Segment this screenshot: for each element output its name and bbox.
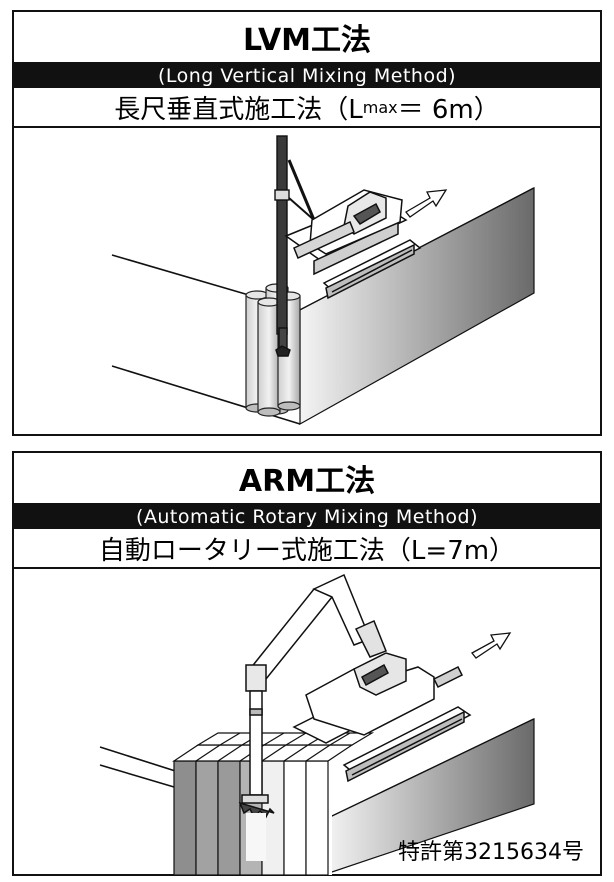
lvm-illustration bbox=[14, 128, 600, 436]
tracked-machine-arm bbox=[292, 652, 472, 783]
boom-arm bbox=[238, 573, 387, 861]
lvm-subtitle-prefix: 長尺垂直式施工法（L bbox=[114, 94, 363, 125]
arm-illustration: 特許第3215634号 bbox=[14, 569, 600, 876]
lvm-english-name: (Long Vertical Mixing Method) bbox=[14, 64, 600, 88]
lvm-panel: LVM工法 (Long Vertical Mixing Method) 長尺垂直… bbox=[12, 10, 602, 436]
arm-title: ARM工法 bbox=[14, 453, 600, 505]
lvm-drawing bbox=[111, 135, 535, 426]
lvm-subtitle-subscript: max bbox=[362, 97, 398, 117]
tracked-machine-lvm bbox=[284, 189, 422, 300]
lvm-subtitle-suffix: ＝ 6m） bbox=[397, 94, 500, 125]
direction-arrow-lvm bbox=[405, 189, 448, 218]
direction-arrow-arm bbox=[471, 632, 512, 659]
soil-columns bbox=[245, 283, 301, 417]
lvm-title: LVM工法 bbox=[14, 12, 600, 64]
patent-number: 特許第3215634号 bbox=[398, 840, 584, 865]
arm-subtitle: 自動ロータリー式施工法（L=7m） bbox=[14, 529, 600, 569]
arm-drawing bbox=[99, 573, 535, 876]
arm-panel: ARM工法 (Automatic Rotary Mixing Method) 自… bbox=[12, 451, 602, 876]
arm-english-name: (Automatic Rotary Mixing Method) bbox=[14, 505, 600, 529]
